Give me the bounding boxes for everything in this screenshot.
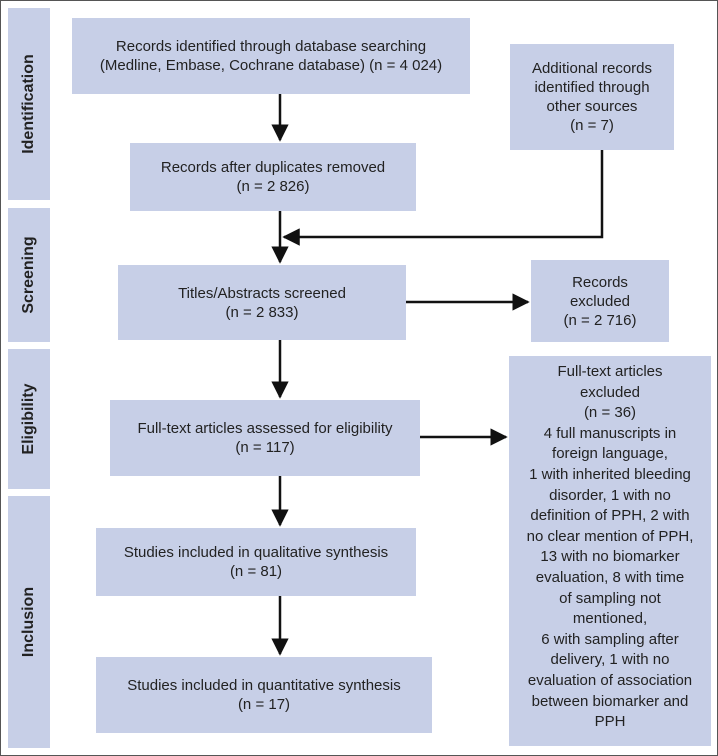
additional-records-box: Additional records identified through ot… (510, 44, 674, 150)
additional-records-line4: (n = 7) (570, 117, 614, 134)
fulltext-assessed-box: Full-text articles assessed for eligibil… (110, 400, 420, 476)
fulltext-excluded-line: delivery, 1 with no (550, 651, 670, 669)
fulltext-assessed-line2: (n = 117) (235, 439, 295, 456)
after-duplicates-line2: (n = 2 826) (236, 178, 310, 195)
records-identified-box: Records identified through database sear… (72, 18, 470, 94)
records-identified-line1: Records identified through database sear… (115, 38, 427, 55)
fulltext-excluded-line: no clear mention of PPH, (526, 527, 694, 545)
fulltext-excluded-line: disorder, 1 with no (549, 486, 671, 504)
fulltext-excluded-line: 13 with no biomarker (540, 548, 680, 566)
titles-screened-line1: Titles/Abstracts screened (178, 284, 346, 302)
after-duplicates-line1: Records after duplicates removed (160, 159, 386, 176)
fulltext-excluded-line: of sampling not (559, 589, 661, 607)
stage-screening: Screening (8, 208, 50, 342)
arrow-additional-to-screening (282, 150, 604, 246)
fulltext-excluded-line: definition of PPH, 2 with (530, 507, 690, 525)
fulltext-excluded-line: evaluation, 8 with time (535, 568, 685, 586)
fulltext-excluded-line: (n = 36) (583, 404, 637, 422)
qualitative-synthesis-box: Studies included in qualitative synthesi… (96, 528, 416, 596)
quantitative-synthesis-box: Studies included in quantitative synthes… (96, 657, 432, 733)
fulltext-excluded-line: foreign language, (552, 445, 668, 463)
fulltext-excluded-line: PPH (594, 713, 626, 731)
records-identified-line2: (Medline, Embase, Cochrane database) (n … (99, 57, 443, 74)
fulltext-excluded-line: between biomarker and (531, 692, 689, 710)
additional-records-line2: identified through (534, 79, 650, 96)
stage-identification: Identification (8, 8, 50, 200)
fulltext-assessed-line1: Full-text articles assessed for eligibil… (137, 420, 393, 437)
records-excluded-line3: (n = 2 716) (563, 311, 637, 329)
additional-records-line3: other sources (546, 98, 638, 115)
titles-screened-line2: (n = 2 833) (225, 303, 299, 321)
fulltext-excluded-box: Full-text articles excluded (n = 36) 4 full… (509, 356, 711, 746)
quantitative-line1: Studies included in quantitative synthes… (127, 677, 401, 694)
quantitative-line2: (n = 17) (237, 696, 291, 713)
fulltext-excluded-line: evaluation of association (527, 671, 693, 689)
fulltext-excluded-line: mentioned, (572, 610, 648, 628)
records-excluded-box: Records excluded (n = 2 716) (531, 260, 669, 342)
fulltext-excluded-line: 1 with inherited bleeding (529, 465, 691, 483)
fulltext-excluded-line: Full-text articles (557, 363, 663, 380)
fulltext-excluded-line: 6 with sampling after (541, 630, 679, 648)
stage-eligibility: Eligibility (8, 349, 50, 489)
qualitative-line2: (n = 81) (229, 563, 283, 580)
stage-inclusion: Inclusion (8, 496, 50, 748)
qualitative-line1: Studies included in qualitative synthesi… (123, 544, 389, 561)
titles-screened-box: Titles/Abstracts screened (n = 2 833) (118, 265, 406, 340)
records-excluded-line1: Records (572, 273, 628, 291)
after-duplicates-box: Records after duplicates removed (n = 2 … (130, 143, 416, 211)
fulltext-excluded-line: 4 full manuscripts in (543, 424, 677, 442)
fulltext-excluded-line: excluded (579, 383, 641, 401)
records-excluded-line2: excluded (569, 292, 631, 310)
additional-records-line1: Additional records (531, 60, 653, 77)
